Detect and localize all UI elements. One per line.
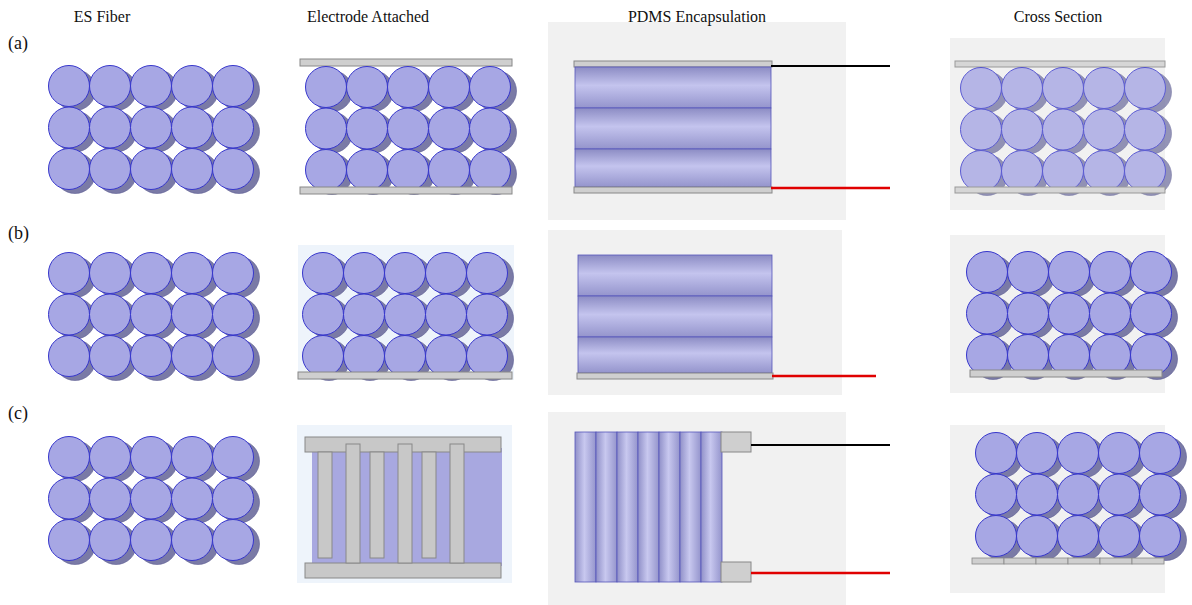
fiber-grid — [49, 66, 260, 194]
interdigitated-electrode — [305, 437, 502, 578]
column-header: PDMS Encapsulation — [628, 8, 766, 26]
row-label: (c) — [8, 404, 28, 424]
fiber-grid — [49, 253, 260, 381]
column-header: Electrode Attached — [307, 8, 429, 26]
fiber-grid — [49, 437, 260, 565]
row-label: (a) — [8, 34, 28, 54]
row-label: (b) — [8, 224, 29, 244]
column-header: ES Fiber — [74, 8, 130, 26]
column-header: Cross Section — [1014, 8, 1102, 26]
